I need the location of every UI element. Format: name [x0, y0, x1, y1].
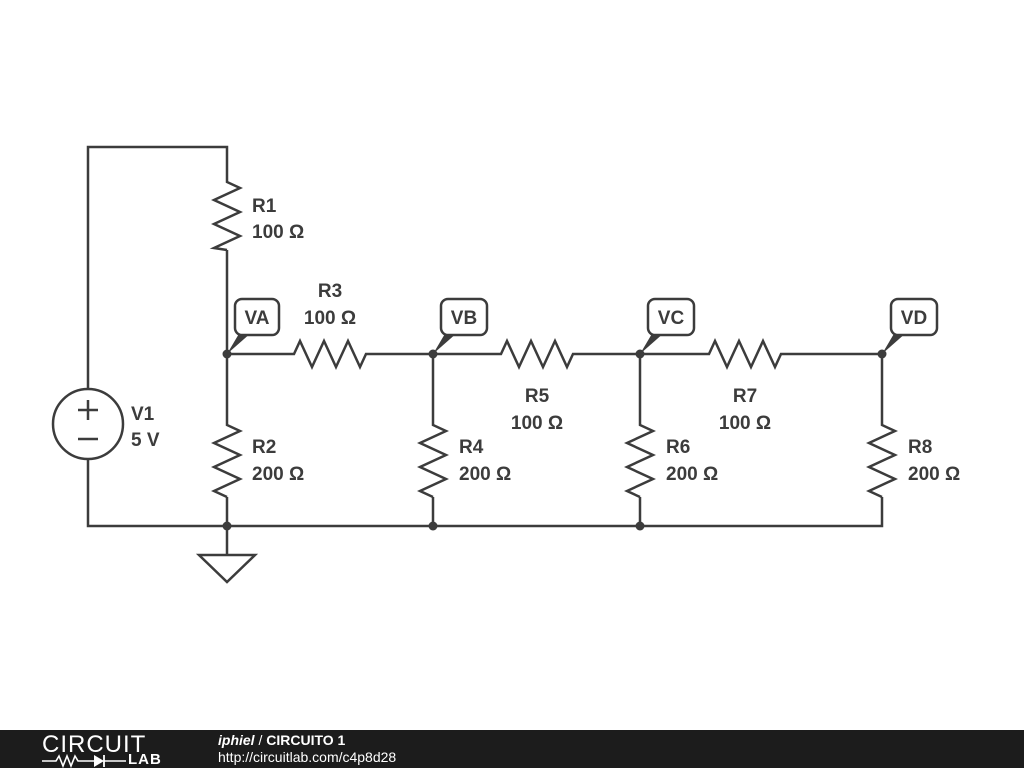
r8-name: R8: [908, 437, 932, 458]
footer-bar: CIRCUIT LAB iphiel / CIRCUITO 1 http://c…: [0, 730, 1024, 768]
resistor-r6: [624, 420, 656, 499]
probe-vb-box: [439, 297, 489, 337]
credit-line: iphiel / CIRCUITO 1: [218, 732, 396, 749]
probe-vd-pointer: [882, 332, 907, 354]
node-dots: [222, 349, 887, 531]
wire-top: [86, 145, 229, 390]
v1-name: V1: [131, 404, 155, 425]
r5-value: 100 Ω: [511, 413, 563, 434]
r4-value: 200 Ω: [459, 464, 511, 485]
logo-lab: LAB: [128, 751, 162, 768]
probe-va-label: VA: [245, 308, 270, 329]
probe-vb-label: VB: [451, 308, 477, 329]
probe-va-pointer: [227, 332, 252, 354]
probe-vd-box: [889, 297, 939, 337]
r4-name: R4: [459, 437, 484, 458]
r2-value: 200 Ω: [252, 464, 304, 485]
r7-value: 100 Ω: [719, 413, 771, 434]
resistor-diode-icon: [42, 754, 126, 768]
ground-icon: [195, 553, 259, 584]
r7-name: R7: [733, 386, 757, 407]
circuit-schematic: VA VB VC VD V1 5 V R1 100 Ω R2 200 Ω R3 …: [51, 145, 960, 584]
logo-word: CIRCUIT: [42, 731, 147, 758]
probe-vc-box: [646, 297, 696, 337]
node-bottom-r6: [635, 521, 645, 531]
r6-name: R6: [666, 437, 690, 458]
credit-separator: /: [254, 732, 267, 748]
circuit-credit: iphiel / CIRCUITO 1 http://circuitlab.co…: [218, 732, 396, 766]
r1-name: R1: [252, 196, 277, 217]
r5-name: R5: [525, 386, 550, 407]
wire-v1-bottom: [86, 458, 884, 528]
resistors: [209, 178, 898, 499]
resistor-r8: [866, 420, 898, 499]
r2-name: R2: [252, 437, 276, 458]
resistor-r1: [209, 178, 243, 252]
node-bottom-r4: [428, 521, 438, 531]
probe-va-box: [233, 297, 281, 337]
circuit-url[interactable]: http://circuitlab.com/c4p8d28: [218, 749, 397, 765]
wires: [86, 145, 884, 555]
resistor-r3: [290, 338, 370, 370]
r1-value: 100 Ω: [252, 222, 304, 243]
author-name[interactable]: iphiel: [218, 732, 255, 748]
probe-vc: VC: [640, 297, 696, 354]
probe-vc-label: VC: [658, 308, 685, 329]
resistor-r7: [705, 338, 785, 370]
probe-vb: VB: [433, 297, 489, 354]
probe-vb-pointer: [433, 332, 458, 354]
resistor-r4: [417, 420, 449, 499]
probe-vd: VD: [882, 297, 939, 354]
component-labels: V1 5 V R1 100 Ω R2 200 Ω R3 100 Ω R4 200…: [131, 196, 960, 485]
source-circle: [51, 387, 125, 461]
resistor-r5: [497, 338, 577, 370]
circuitlab-logo[interactable]: CIRCUIT LAB: [42, 731, 182, 768]
probe-vd-label: VD: [901, 308, 927, 329]
r8-value: 200 Ω: [908, 464, 960, 485]
r3-value: 100 Ω: [304, 308, 356, 329]
probe-va: VA: [227, 297, 281, 354]
v1-value: 5 V: [131, 430, 160, 451]
probe-vc-pointer: [640, 332, 665, 354]
node-gnd: [222, 521, 232, 531]
r3-name: R3: [318, 281, 342, 302]
voltage-source-v1: [51, 387, 125, 461]
resistor-r2: [211, 420, 243, 499]
circuit-title[interactable]: CIRCUITO 1: [266, 732, 346, 748]
r6-value: 200 Ω: [666, 464, 718, 485]
